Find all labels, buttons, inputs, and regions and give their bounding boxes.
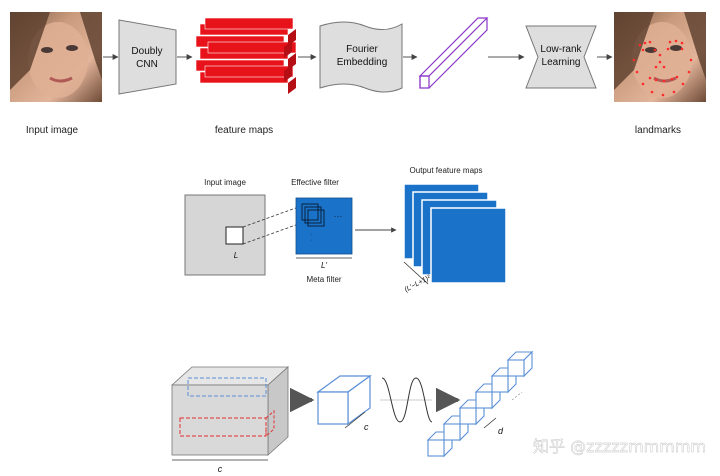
connector-bottom [242, 221, 305, 245]
output-dim: (L'−L+1)² [404, 274, 433, 294]
pipeline-row: Input image Doubly CNN [10, 12, 706, 136]
embedding-vector-cuboid [418, 17, 489, 89]
filter-dots-vertical-1: · [310, 231, 312, 238]
cuboid-channel-label: c [364, 422, 369, 432]
fourier-embedding-block [319, 21, 403, 93]
conv-input-patch [225, 226, 244, 245]
cnn-label-2: CNN [136, 59, 158, 70]
tensor-block [170, 366, 290, 456]
fourier-label-1: Fourier [346, 44, 378, 55]
output-face-image [614, 12, 706, 102]
input-face-image [10, 12, 102, 102]
effective-filter-1 [301, 203, 319, 221]
feature-maps-stack [195, 17, 297, 94]
filter-dots-vertical-2: · [310, 237, 312, 244]
extracted-cuboid [316, 374, 372, 426]
cube-chain-dots [511, 391, 523, 401]
effective-filter-3 [307, 209, 325, 227]
cuboid-depth-bracket [344, 411, 366, 429]
output-feature-maps [403, 183, 507, 284]
meta-filter-title: Meta filter [306, 275, 341, 284]
tensor-channel-label: c [218, 464, 223, 474]
effective-filter-2 [304, 206, 322, 224]
cnn-label-1: Doubly [131, 46, 162, 57]
lowrank-label-2: Learning [542, 57, 581, 68]
doubly-cnn-block [118, 19, 177, 95]
lowrank-label-1: Low-rank [540, 44, 582, 55]
cube-dim-label: d [498, 426, 504, 436]
fourier-wave-icon [380, 377, 433, 423]
output-dim-bracket [403, 261, 429, 285]
input-image-label: Input image [26, 125, 79, 136]
low-rank-learning-block [525, 25, 597, 89]
effective-filter-title: Effective filter [291, 178, 339, 187]
connector-top [242, 204, 305, 228]
cube-chain [426, 350, 534, 458]
doubly-conv-diagram: Input image L Effective filter ··· · · L… [184, 166, 507, 294]
fourier-label-2: Embedding [337, 57, 388, 68]
zhihu-watermark: 知乎 @zzzzzmmmmm [533, 437, 706, 456]
conv-patch-label: L [234, 251, 238, 260]
meta-filter-dim: L' [321, 261, 327, 270]
embedding-detail-diagram: c c [170, 350, 534, 474]
conv-input-title: Input image [204, 178, 246, 187]
conv-input-image [184, 194, 266, 276]
landmarks-label: landmarks [635, 125, 681, 136]
cube-dim-bracket [483, 417, 497, 429]
output-maps-title: Output feature maps [410, 166, 483, 175]
landmark-points [632, 39, 693, 97]
filter-dots-horizontal: ··· [334, 211, 343, 221]
feature-maps-label: feature maps [215, 125, 273, 136]
